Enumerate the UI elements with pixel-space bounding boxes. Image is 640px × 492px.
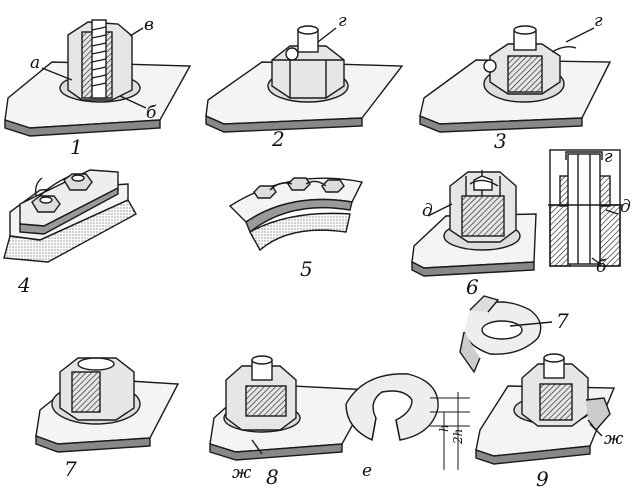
label-9: 9: [536, 467, 549, 491]
label-1: 1: [70, 135, 83, 159]
label-4: 4: [17, 273, 31, 297]
letter-d-left: д: [422, 201, 433, 221]
assembly-6: [411, 149, 622, 277]
letter-a: а: [30, 53, 40, 73]
assembly-5: [228, 177, 364, 252]
letter-v: в: [144, 15, 154, 35]
assembly-7: [35, 357, 180, 453]
assembly-8: [209, 355, 374, 461]
letter-labels: а б в г г г д д б е ж ж: [30, 11, 631, 483]
dimension-labels: h 2h: [437, 424, 465, 445]
letter-zh-8: ж: [232, 463, 252, 483]
assembly-2: [205, 25, 404, 133]
label-8: 8: [266, 465, 279, 489]
assembly-4: [3, 169, 137, 263]
assembly-1: [4, 19, 192, 137]
letter-b-6: б: [596, 257, 607, 277]
letter-zh-9: ж: [604, 429, 624, 449]
tab-washer-7: [459, 295, 542, 374]
number-labels: 1 2 3 4 5 6 7 7 8 9: [17, 127, 569, 491]
label-5: 5: [300, 257, 313, 281]
letter-g-2: г: [338, 11, 347, 31]
dim-h: h: [437, 424, 451, 432]
dim-2h: 2h: [451, 429, 465, 445]
letter-b: б: [146, 103, 157, 123]
letter-d-right: д: [620, 197, 631, 217]
label-7: 7: [64, 457, 77, 481]
assembly-3: [419, 25, 612, 133]
assembly-9: [475, 353, 616, 465]
letter-g-6: г: [604, 147, 613, 167]
label-7-washer: 7: [556, 309, 569, 333]
letter-g-3: г: [594, 11, 603, 31]
label-2: 2: [271, 127, 285, 151]
split-washer: [345, 373, 470, 470]
letter-e: е: [362, 461, 372, 481]
label-3: 3: [494, 129, 507, 153]
label-6: 6: [466, 275, 479, 299]
